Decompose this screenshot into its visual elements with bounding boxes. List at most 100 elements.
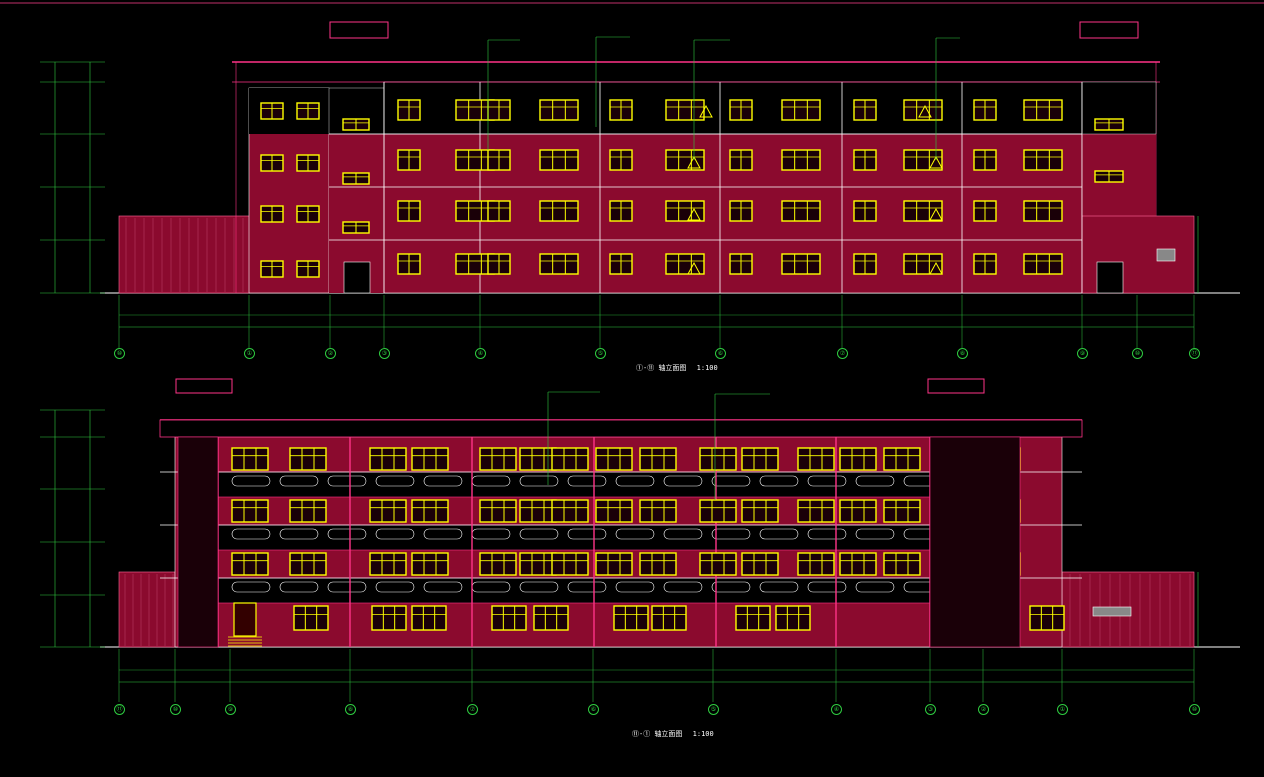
right-penthouse bbox=[1079, 21, 1139, 39]
bottom-title-scale: 1:100 bbox=[692, 730, 714, 738]
window bbox=[595, 499, 633, 523]
window bbox=[699, 499, 737, 523]
balcony-opening bbox=[711, 528, 751, 540]
window bbox=[797, 447, 835, 471]
balcony-opening bbox=[327, 528, 367, 540]
balcony-opening bbox=[423, 528, 463, 540]
window bbox=[289, 447, 327, 471]
warning-triangle bbox=[687, 261, 701, 275]
window bbox=[479, 499, 517, 523]
balcony-opening bbox=[663, 475, 703, 487]
balcony-opening bbox=[567, 528, 607, 540]
balcony-opening bbox=[711, 475, 751, 487]
balcony-opening bbox=[807, 581, 847, 593]
balcony-opening bbox=[519, 581, 559, 593]
window bbox=[973, 99, 997, 121]
window bbox=[342, 221, 370, 234]
axis-bubble: ① bbox=[244, 348, 255, 359]
window bbox=[260, 102, 284, 120]
balcony-opening bbox=[279, 528, 319, 540]
window bbox=[293, 605, 329, 631]
window bbox=[519, 447, 557, 471]
window bbox=[231, 499, 269, 523]
balcony-opening bbox=[711, 581, 751, 593]
warning-triangle bbox=[929, 155, 943, 169]
top-title-scale: 1:100 bbox=[696, 364, 718, 372]
axis-bubble: ⑧ bbox=[345, 704, 356, 715]
window bbox=[411, 552, 449, 576]
window bbox=[296, 154, 320, 172]
window bbox=[729, 200, 753, 222]
window bbox=[609, 99, 633, 121]
window bbox=[775, 605, 811, 631]
axis-bubble: ④ bbox=[475, 348, 486, 359]
window bbox=[1023, 149, 1063, 171]
balcony-opening bbox=[471, 475, 511, 487]
axis-bubble: ④ bbox=[831, 704, 842, 715]
window bbox=[903, 149, 943, 171]
balcony-opening bbox=[663, 528, 703, 540]
window bbox=[551, 552, 589, 576]
window bbox=[741, 552, 779, 576]
window bbox=[411, 605, 447, 631]
window bbox=[411, 447, 449, 471]
balcony-opening bbox=[807, 475, 847, 487]
warning-triangle bbox=[699, 104, 713, 118]
balcony-opening bbox=[423, 475, 463, 487]
bottom-elevation bbox=[40, 378, 1240, 702]
window bbox=[260, 205, 284, 223]
balcony-opening bbox=[807, 528, 847, 540]
window bbox=[1023, 200, 1063, 222]
window bbox=[665, 253, 705, 275]
balcony-opening bbox=[855, 581, 895, 593]
warning-triangle bbox=[918, 104, 932, 118]
window bbox=[839, 447, 877, 471]
balcony-opening bbox=[327, 581, 367, 593]
window bbox=[397, 149, 421, 171]
window bbox=[839, 499, 877, 523]
left-wing bbox=[118, 571, 176, 648]
balcony-opening bbox=[231, 475, 271, 487]
balcony-opening bbox=[423, 581, 463, 593]
balcony-opening bbox=[375, 528, 415, 540]
balcony-opening bbox=[615, 528, 655, 540]
window bbox=[853, 149, 877, 171]
balcony-opening bbox=[327, 475, 367, 487]
axis-bubble: ⑩ bbox=[114, 348, 125, 359]
window bbox=[595, 552, 633, 576]
balcony-opening bbox=[759, 475, 799, 487]
window bbox=[781, 149, 821, 171]
window bbox=[369, 499, 407, 523]
window bbox=[729, 253, 753, 275]
axis-bubble: ⑨ bbox=[1077, 348, 1088, 359]
window bbox=[665, 99, 705, 121]
axis-bubble: ② bbox=[325, 348, 336, 359]
window bbox=[639, 499, 677, 523]
window bbox=[551, 447, 589, 471]
balcony-opening bbox=[567, 581, 607, 593]
window bbox=[342, 172, 370, 185]
window bbox=[369, 552, 407, 576]
axis-bubble: ③ bbox=[925, 704, 936, 715]
balcony-opening bbox=[471, 581, 511, 593]
bottom-title-text: 轴立面图 bbox=[654, 730, 683, 738]
top-title-axes: ①-⑪ bbox=[636, 364, 655, 372]
window bbox=[397, 253, 421, 275]
window bbox=[973, 149, 997, 171]
roof-band bbox=[159, 419, 1083, 438]
axis-bubble: ⑩ bbox=[170, 704, 181, 715]
window bbox=[487, 149, 511, 171]
axis-bubble: ⑦ bbox=[837, 348, 848, 359]
window bbox=[699, 447, 737, 471]
window bbox=[729, 149, 753, 171]
axis-bubble: ⑦ bbox=[467, 704, 478, 715]
window bbox=[735, 605, 771, 631]
window bbox=[973, 253, 997, 275]
window bbox=[883, 447, 921, 471]
window bbox=[741, 499, 779, 523]
warning-triangle bbox=[929, 261, 943, 275]
window bbox=[296, 260, 320, 278]
window bbox=[639, 552, 677, 576]
window bbox=[1094, 118, 1124, 131]
